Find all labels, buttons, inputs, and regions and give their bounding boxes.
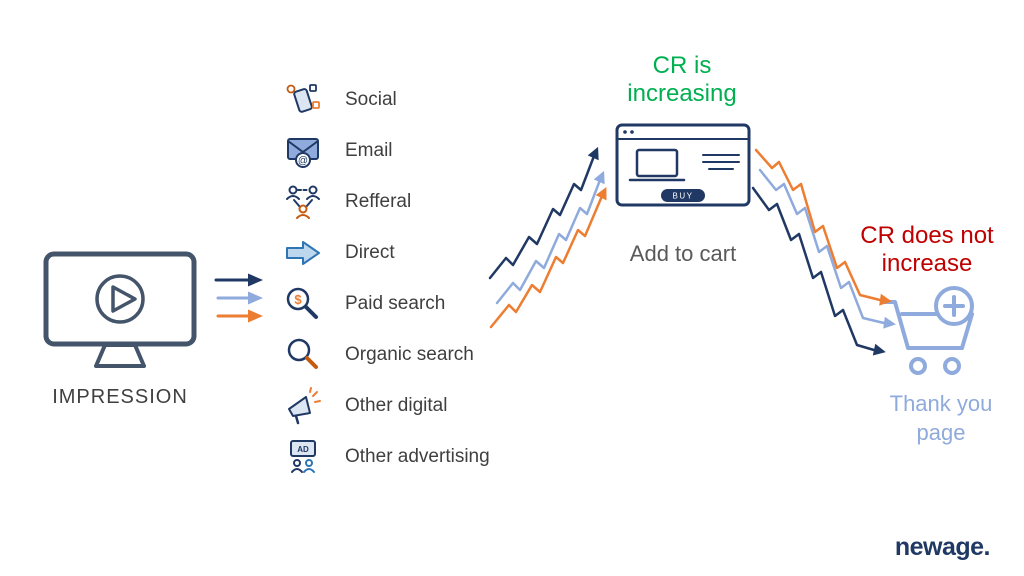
laptop-icon: [635, 148, 679, 178]
organic-search-icon: [287, 338, 318, 369]
thank-you-label: Thank you page: [889, 391, 993, 445]
direct-arrow-icon: [286, 240, 320, 265]
paid-search-icon: $: [286, 287, 318, 319]
channel-row: @ Email: [283, 125, 490, 176]
svg-text:$: $: [294, 292, 302, 307]
channel-label: Social: [345, 88, 397, 110]
email-icon: @: [287, 137, 319, 168]
channel-label: Other advertising: [345, 445, 490, 467]
channel-label: Refferal: [345, 190, 412, 212]
channel-row: Refferal: [283, 176, 490, 227]
buy-button: BUY: [661, 189, 705, 202]
impression-label: IMPRESSION: [52, 386, 188, 408]
cr-increasing-label: CR is increasing: [627, 52, 737, 107]
add-to-cart-label: Add to cart: [629, 241, 737, 266]
channel-label: Email: [345, 139, 393, 161]
channel-row: $ Paid search: [283, 278, 490, 329]
ad-badge-icon: AD: [290, 439, 316, 473]
channel-row: AD Other advertising: [283, 431, 490, 482]
referral-icon: [286, 185, 320, 219]
cart-icon: [882, 286, 974, 375]
channel-label: Other digital: [345, 394, 448, 416]
channel-list: Social @ Email: [283, 74, 490, 482]
ascending-trend-lines: [488, 146, 607, 329]
svg-text:AD: AD: [297, 445, 309, 454]
channel-row: Social: [283, 74, 490, 125]
channel-label: Organic search: [345, 343, 474, 365]
channel-row: Direct: [283, 227, 490, 278]
text-lines-icon: [702, 154, 740, 170]
newage-logo: newage.: [894, 533, 991, 561]
channel-row: Organic search: [283, 329, 490, 380]
channel-row: Other digital: [283, 380, 490, 431]
impression-monitor-icon: [43, 251, 197, 368]
svg-text:BUY: BUY: [673, 192, 694, 201]
megaphone-icon: [288, 386, 321, 424]
browser-window-icon: BUY: [615, 123, 751, 207]
cr-not-increasing-label: CR does not increase: [860, 222, 994, 277]
social-icon: [286, 83, 320, 113]
channel-label: Paid search: [345, 292, 446, 314]
svg-text:@: @: [298, 155, 308, 166]
channel-label: Direct: [345, 241, 395, 263]
impression-arrows: [214, 273, 263, 323]
